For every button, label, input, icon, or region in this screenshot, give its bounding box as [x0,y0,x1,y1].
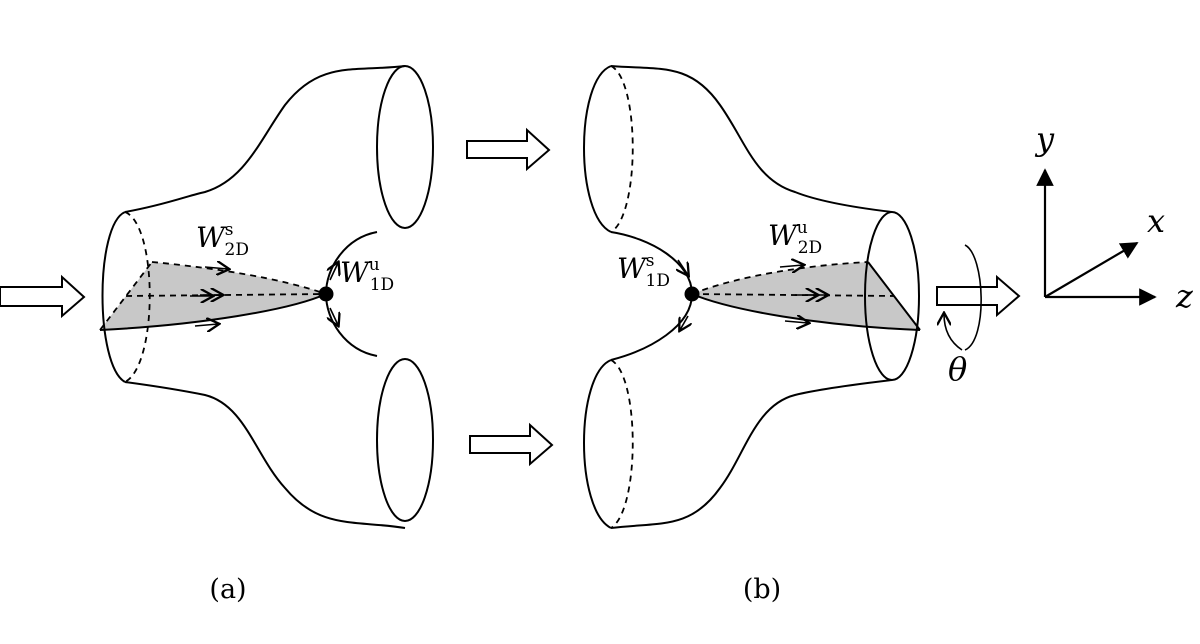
y-axis-label: y [1034,120,1055,158]
saddle-point-b [684,286,700,302]
upper-left-opening-b-front [583,65,612,233]
transition-arrow-lower [469,422,554,467]
inflow-arrow-left [0,274,86,319]
x-axis-label: x [1147,202,1165,240]
manifold-edge-a-left [99,261,153,331]
lower-right-opening-a [376,358,434,522]
upper-left-opening-b-back [610,65,634,233]
tube-outline-a-top [124,65,406,213]
right-opening-b [864,211,920,381]
tube-outline-b-top [610,65,893,213]
angle-label: θ [948,350,967,388]
lower-left-opening-b-back [610,359,634,529]
rotation-indicator: θ [944,244,982,388]
caption-b: (b) [743,574,781,605]
outflow-arrow-right [936,274,1021,318]
lower-left-opening-b-front [583,359,612,529]
x-axis [1044,242,1139,298]
manifold-edge-a-bottom [99,293,327,331]
manifold-center-line-b [691,293,895,297]
manifold-edge-b-top [691,261,869,295]
manifold-edge-b-bottom [691,293,921,331]
z-axis-label: z [1175,277,1194,315]
tube-outline-b-bottom [610,379,893,529]
caption-a: (a) [209,574,246,605]
manifold-center-line-a [125,293,327,297]
saddle-point-a [318,286,334,302]
manifold-edge-a-top [151,261,327,295]
coordinate-axes: y x z [1034,120,1194,315]
tube-outline-a-bottom [124,381,406,529]
left-opening-a-front [101,211,126,383]
transition-arrow-upper [466,127,551,172]
upper-right-opening-a [376,65,434,229]
